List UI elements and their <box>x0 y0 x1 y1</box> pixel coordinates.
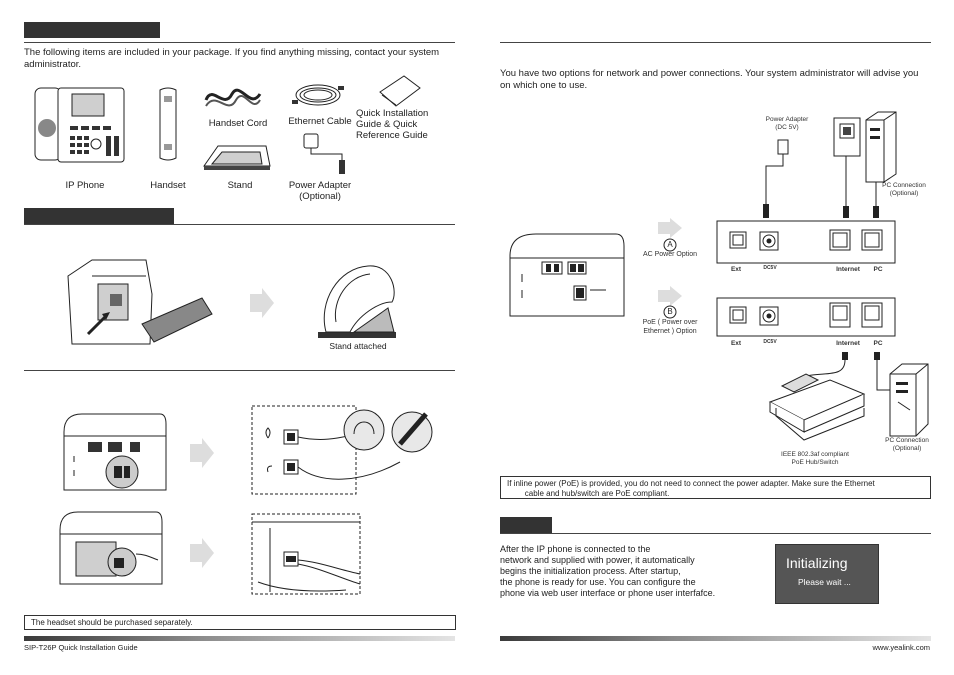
handset-cord-label: Handset Cord <box>208 118 268 129</box>
power-adapter-label: Power Adapter (Optional) <box>288 180 352 202</box>
phone-back-network-illustration <box>509 233 625 317</box>
arrow-icon <box>658 218 682 238</box>
handset-image <box>159 87 177 161</box>
port-internet-b: Internet <box>836 340 860 347</box>
section-header-stand <box>24 208 174 224</box>
arrow-icon <box>658 286 682 306</box>
footer-right: www.yealink.com <box>872 643 930 652</box>
startup-text: After the IP phone is connected to the n… <box>500 544 716 598</box>
port-ext-b: Ext <box>730 340 742 347</box>
ethernet-cable-label: Ethernet Cable <box>288 116 352 127</box>
section-header-package <box>24 22 160 38</box>
stand-image <box>203 145 271 170</box>
port-pc-a: PC <box>873 266 883 273</box>
port-dc-b: DC5V <box>763 339 777 345</box>
power-adapter-image <box>303 133 345 174</box>
headset-note: The headset should be purchased separate… <box>24 615 456 630</box>
section-rule-startup <box>500 533 931 534</box>
power-adapter-label: Power Adapter (DC 5V) <box>765 116 809 131</box>
wall-jack-and-pc <box>833 111 897 218</box>
quick-guide-label: Quick Installation Guide & Quick Referen… <box>356 108 429 141</box>
headset-connection-illustration <box>251 405 433 495</box>
option-b-letter: B <box>667 307 673 316</box>
option-a-letter: A <box>667 240 673 249</box>
port-panel-a <box>716 220 896 264</box>
quick-guide-image <box>379 75 421 107</box>
ip-phone-label: IP Phone <box>65 180 105 191</box>
pc-connection-label-top: PC Connection (Optional) <box>882 182 926 197</box>
screen-title: Initializing <box>786 555 848 571</box>
option-a-label: AC Power Option <box>642 251 698 258</box>
section-rule-handset <box>24 370 455 371</box>
port-panel-b <box>716 297 896 337</box>
footer-bar-right <box>500 636 931 641</box>
phone-back-illustration-2 <box>59 511 163 585</box>
port-dc-a: DC5V <box>763 265 777 271</box>
section-header-startup <box>500 517 552 533</box>
phone-back-illustration-1 <box>63 413 167 491</box>
arrow-icon <box>250 288 274 318</box>
screen-subtitle: Please wait ... <box>798 577 851 587</box>
section-rule-stand <box>24 224 455 225</box>
handset-label: Handset <box>150 180 186 191</box>
poe-hub-label: IEEE 802.3af compliant PoE Hub/Switch <box>781 451 849 466</box>
ip-phone-image <box>34 87 125 163</box>
option-b-circle <box>663 305 677 319</box>
port-internet-a: Internet <box>836 266 860 273</box>
port-pc-b: PC <box>873 340 883 347</box>
package-intro: The following items are included in your… <box>24 47 440 70</box>
arrow-icon <box>190 438 214 468</box>
ethernet-cable-image <box>292 84 344 106</box>
network-intro: You have two options for network and pow… <box>500 68 919 91</box>
handset-cord-image <box>204 88 262 107</box>
phone-screen: Initializing Please wait ... <box>775 544 879 604</box>
section-rule-package <box>24 42 455 43</box>
port-ext-a: Ext <box>730 266 742 273</box>
stand-attach-illustration <box>67 259 213 345</box>
stand-attached-illustration <box>318 265 396 338</box>
section-rule-network <box>500 42 931 43</box>
cable-routing-illustration <box>251 513 361 595</box>
footer-left: SIP-T26P Quick Installation Guide <box>24 643 138 652</box>
poe-hub-and-pc <box>768 352 929 441</box>
stand-attached-label: Stand attached <box>329 341 387 351</box>
arrow-icon <box>190 538 214 568</box>
option-b-label: PoE ( Power over Ethernet ) Option <box>642 319 698 335</box>
option-a-circle <box>663 238 677 252</box>
poe-note: If inline power (PoE) is provided, you d… <box>500 476 931 499</box>
power-adapter-drawing <box>763 139 789 218</box>
pc-connection-label-bottom: PC Connection (Optional) <box>885 437 929 452</box>
stand-label: Stand <box>227 180 253 191</box>
footer-bar-left <box>24 636 455 641</box>
